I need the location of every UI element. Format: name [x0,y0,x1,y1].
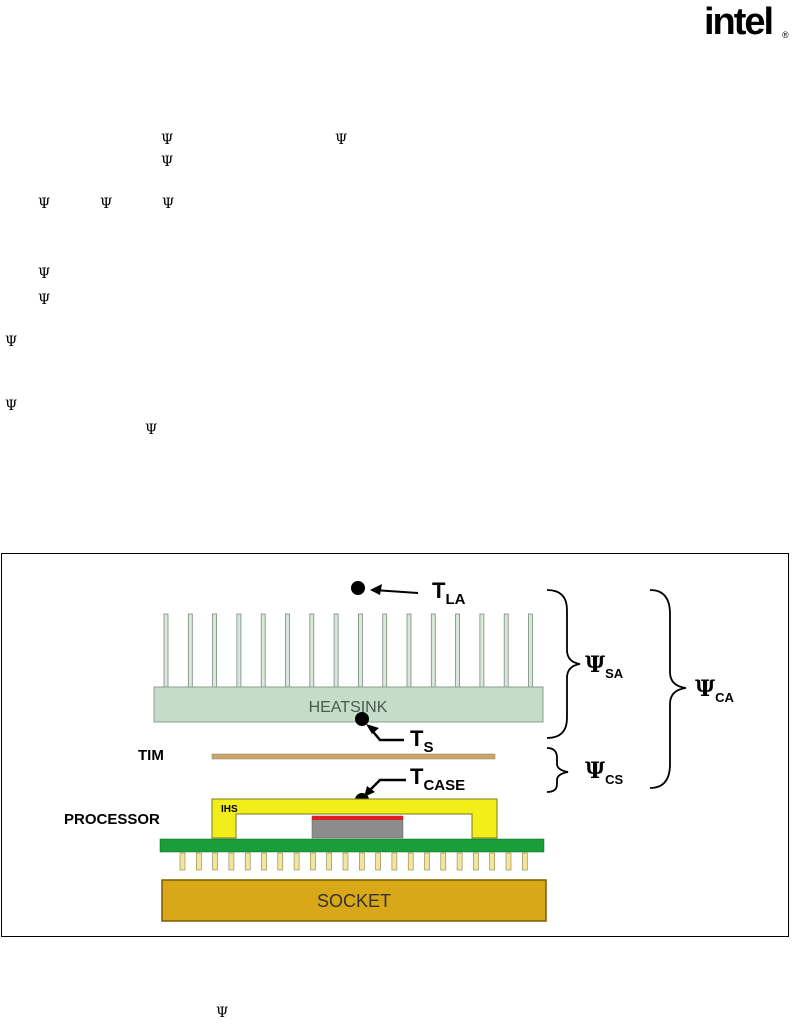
die-top-layer [312,816,403,820]
heatsink-fin [163,613,169,689]
tim-label: TIM [138,747,164,764]
psi-cs-sub: CS [605,772,623,787]
heatsink-fin [187,613,193,689]
heatsink-fin [382,613,388,689]
registered-mark: ® [782,30,789,40]
psi-symbol: Ψ [162,196,175,212]
heatsink-fin [406,613,412,689]
heatsink-label: HEATSINK [309,699,388,716]
socket-pin [212,852,218,871]
t-s-sub: S [423,739,433,756]
heatsink-fin [212,613,218,689]
socket-pin [277,852,284,871]
t-case-arrow [367,778,406,793]
brace-psi-cs [546,747,569,793]
socket-pin [440,852,447,871]
socket-pin [391,852,398,871]
processor-label: PROCESSOR [64,811,160,828]
socket-pins [179,852,528,871]
heatsink-fin [528,613,533,689]
psi-symbol: Ψ [5,334,18,350]
thermal-diagram-frame: HEATSINK TLA TS TIM TCASE PROCESSOR IHS [1,553,789,937]
psi-ca-main: Ψ [695,676,715,702]
psi-sa-sub: SA [605,666,624,681]
brace-psi-ca [649,589,687,789]
socket-pin [244,852,251,871]
socket-pin [261,852,267,871]
heatsink-fin [285,613,290,689]
heatsink-base [153,686,544,723]
t-case-label: TCASE [410,764,465,794]
socket-pin [179,852,186,871]
ihs-lid [211,798,498,839]
thermal-diagram: HEATSINK TLA TS TIM TCASE PROCESSOR IHS [64,578,734,922]
psi-sa-label: ΨSA [585,652,624,681]
heatsink-fin [260,613,266,689]
psi-ca-sub: CA [715,690,734,705]
brace-psi-sa [546,589,581,739]
t-la-main: T [432,578,446,603]
t-case-sub: CASE [423,777,465,794]
socket-pin [473,852,479,871]
psi-cs-main: Ψ [585,758,605,784]
psi-sa-main: Ψ [585,652,605,678]
heatsink-fin [333,613,339,689]
t-case-main: T [410,764,424,789]
socket-pin [358,852,365,871]
psi-symbol: Ψ [335,132,348,148]
intel-logo: intel [704,1,774,43]
ihs-label: IHS [221,804,238,815]
socket-pin [456,852,463,871]
socket-label: SOCKET [317,891,391,911]
t-la-arrowhead [370,584,382,595]
psi-symbol: Ψ [145,422,158,438]
heatsink-fin [479,613,485,689]
socket-pin [342,852,349,871]
socket-pin [489,852,496,871]
t-la-label: TLA [432,578,466,608]
psi-symbol: Ψ [38,266,51,282]
socket-body [161,879,547,922]
psi-symbol: Ψ [216,1005,229,1021]
socket-pin [407,852,414,871]
socket-pin [310,852,316,871]
tim-layer [211,753,496,760]
t-la-arrow [373,589,419,594]
psi-symbol: Ψ [5,398,18,414]
t-s-main: T [410,726,424,751]
heatsink-fins [163,613,533,689]
socket-pin [326,852,333,871]
heatsink-fin [455,613,461,689]
heatsink-fin [357,613,363,689]
psi-symbol: Ψ [38,292,51,308]
psi-symbol: Ψ [161,154,174,170]
psi-cs-label: ΨCS [585,758,623,787]
heatsink-fin [236,613,242,689]
heatsink-fin [309,613,315,689]
socket-pin [505,852,512,871]
psi-symbol: Ψ [161,132,174,148]
heatsink-fin [430,613,436,689]
t-la-sub: LA [445,591,465,608]
socket-pin [196,852,202,871]
t-s-label: TS [410,726,433,756]
socket-pin [228,852,235,871]
psi-symbol: Ψ [38,196,51,212]
socket-pin [375,852,381,871]
t-la-dot [351,581,365,595]
psi-symbol: Ψ [100,196,113,212]
processor-substrate [159,838,545,853]
heatsink-fin [503,613,509,689]
t-s-dot [355,712,369,726]
socket-pin [293,852,300,871]
t-s-arrowhead [366,724,379,734]
socket-pin [521,852,528,871]
t-case-arrowhead [364,786,375,797]
psi-ca-label: ΨCA [695,676,734,705]
socket-pin [424,852,430,871]
